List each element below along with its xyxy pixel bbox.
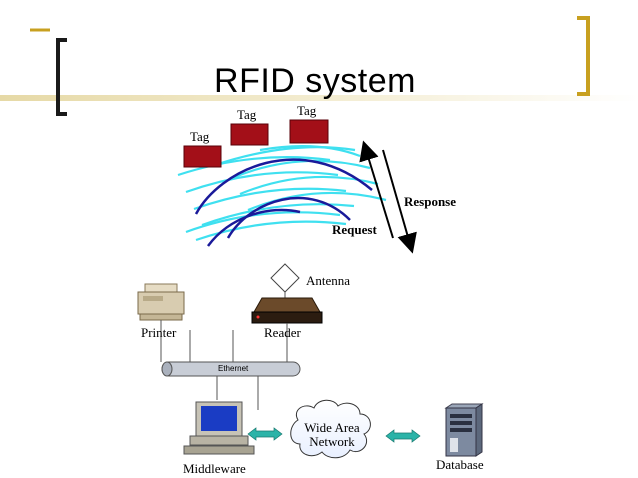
network-label-line-1: Wide Area	[304, 420, 360, 435]
reader-icon	[251, 297, 323, 324]
reader-label: Reader	[264, 325, 301, 340]
response-label: Response	[404, 194, 457, 209]
middleware-network-arrow	[247, 427, 283, 441]
ethernet-bus	[161, 361, 301, 377]
request-arrow	[359, 140, 394, 239]
radio-waves	[177, 145, 387, 242]
database-label: Database	[436, 457, 484, 472]
printer-icon	[137, 283, 185, 321]
ethernet-label: Ethernet	[218, 364, 249, 373]
printer-label: Printer	[141, 325, 177, 340]
left-bracket	[56, 38, 67, 116]
signal-arcs	[194, 158, 373, 247]
wide-area-network-cloud	[290, 399, 371, 459]
header-bar	[0, 95, 638, 101]
database-server-icon	[444, 403, 484, 457]
tag-label-2: Tag	[237, 107, 257, 122]
network-label: Wide Area Network	[299, 421, 365, 449]
request-label: Request	[332, 222, 377, 237]
network-label-line-2: Network	[309, 434, 355, 449]
right-bracket	[577, 16, 590, 96]
middleware-computer-icon	[183, 401, 255, 455]
tag-label-3: Tag	[297, 103, 317, 118]
rfid-tag-1	[183, 145, 222, 168]
antenna-label: Antenna	[306, 273, 351, 288]
response-arrow	[382, 149, 417, 254]
network-links	[160, 320, 288, 410]
network-database-arrow	[385, 429, 421, 443]
tag-label-1: Tag	[190, 129, 210, 144]
middleware-label: Middleware	[183, 461, 246, 476]
rfid-tag-2	[230, 123, 269, 146]
slide-title: RFID system	[214, 62, 416, 100]
antenna-icon	[270, 263, 300, 293]
rfid-tag-3	[289, 119, 329, 144]
